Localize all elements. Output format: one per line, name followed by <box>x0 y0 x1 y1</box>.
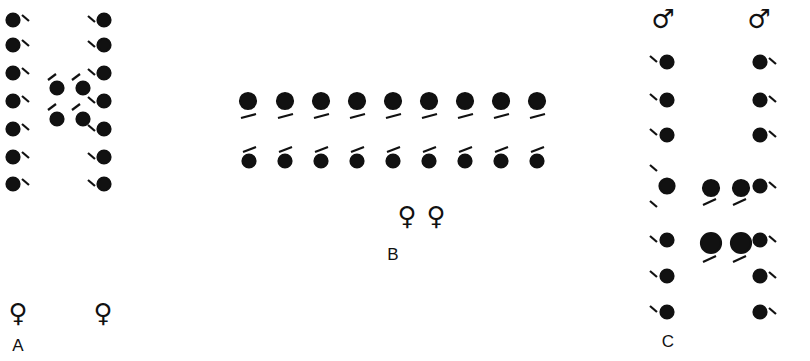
sex-symbol: ♂ <box>747 6 770 32</box>
sex-symbol: ♀ <box>397 203 416 229</box>
chromosome-column <box>650 56 675 319</box>
panel-letter: A <box>12 337 23 354</box>
chromosome-column <box>754 56 777 319</box>
sex-symbol: ♀ <box>93 300 112 326</box>
sex-symbol: ♂ <box>651 6 674 32</box>
sex-symbol: ♀ <box>8 300 27 326</box>
sex-symbol: ♀ <box>426 203 445 229</box>
chromosome-column <box>88 14 111 191</box>
panel-letter: C <box>662 333 674 350</box>
chromosome-pair <box>48 74 90 126</box>
chromosome-row <box>240 93 545 118</box>
chromosome-column <box>7 14 30 191</box>
chromosome-row <box>243 147 545 168</box>
panel-letter: B <box>387 246 398 263</box>
chromosome-pair <box>701 180 751 262</box>
